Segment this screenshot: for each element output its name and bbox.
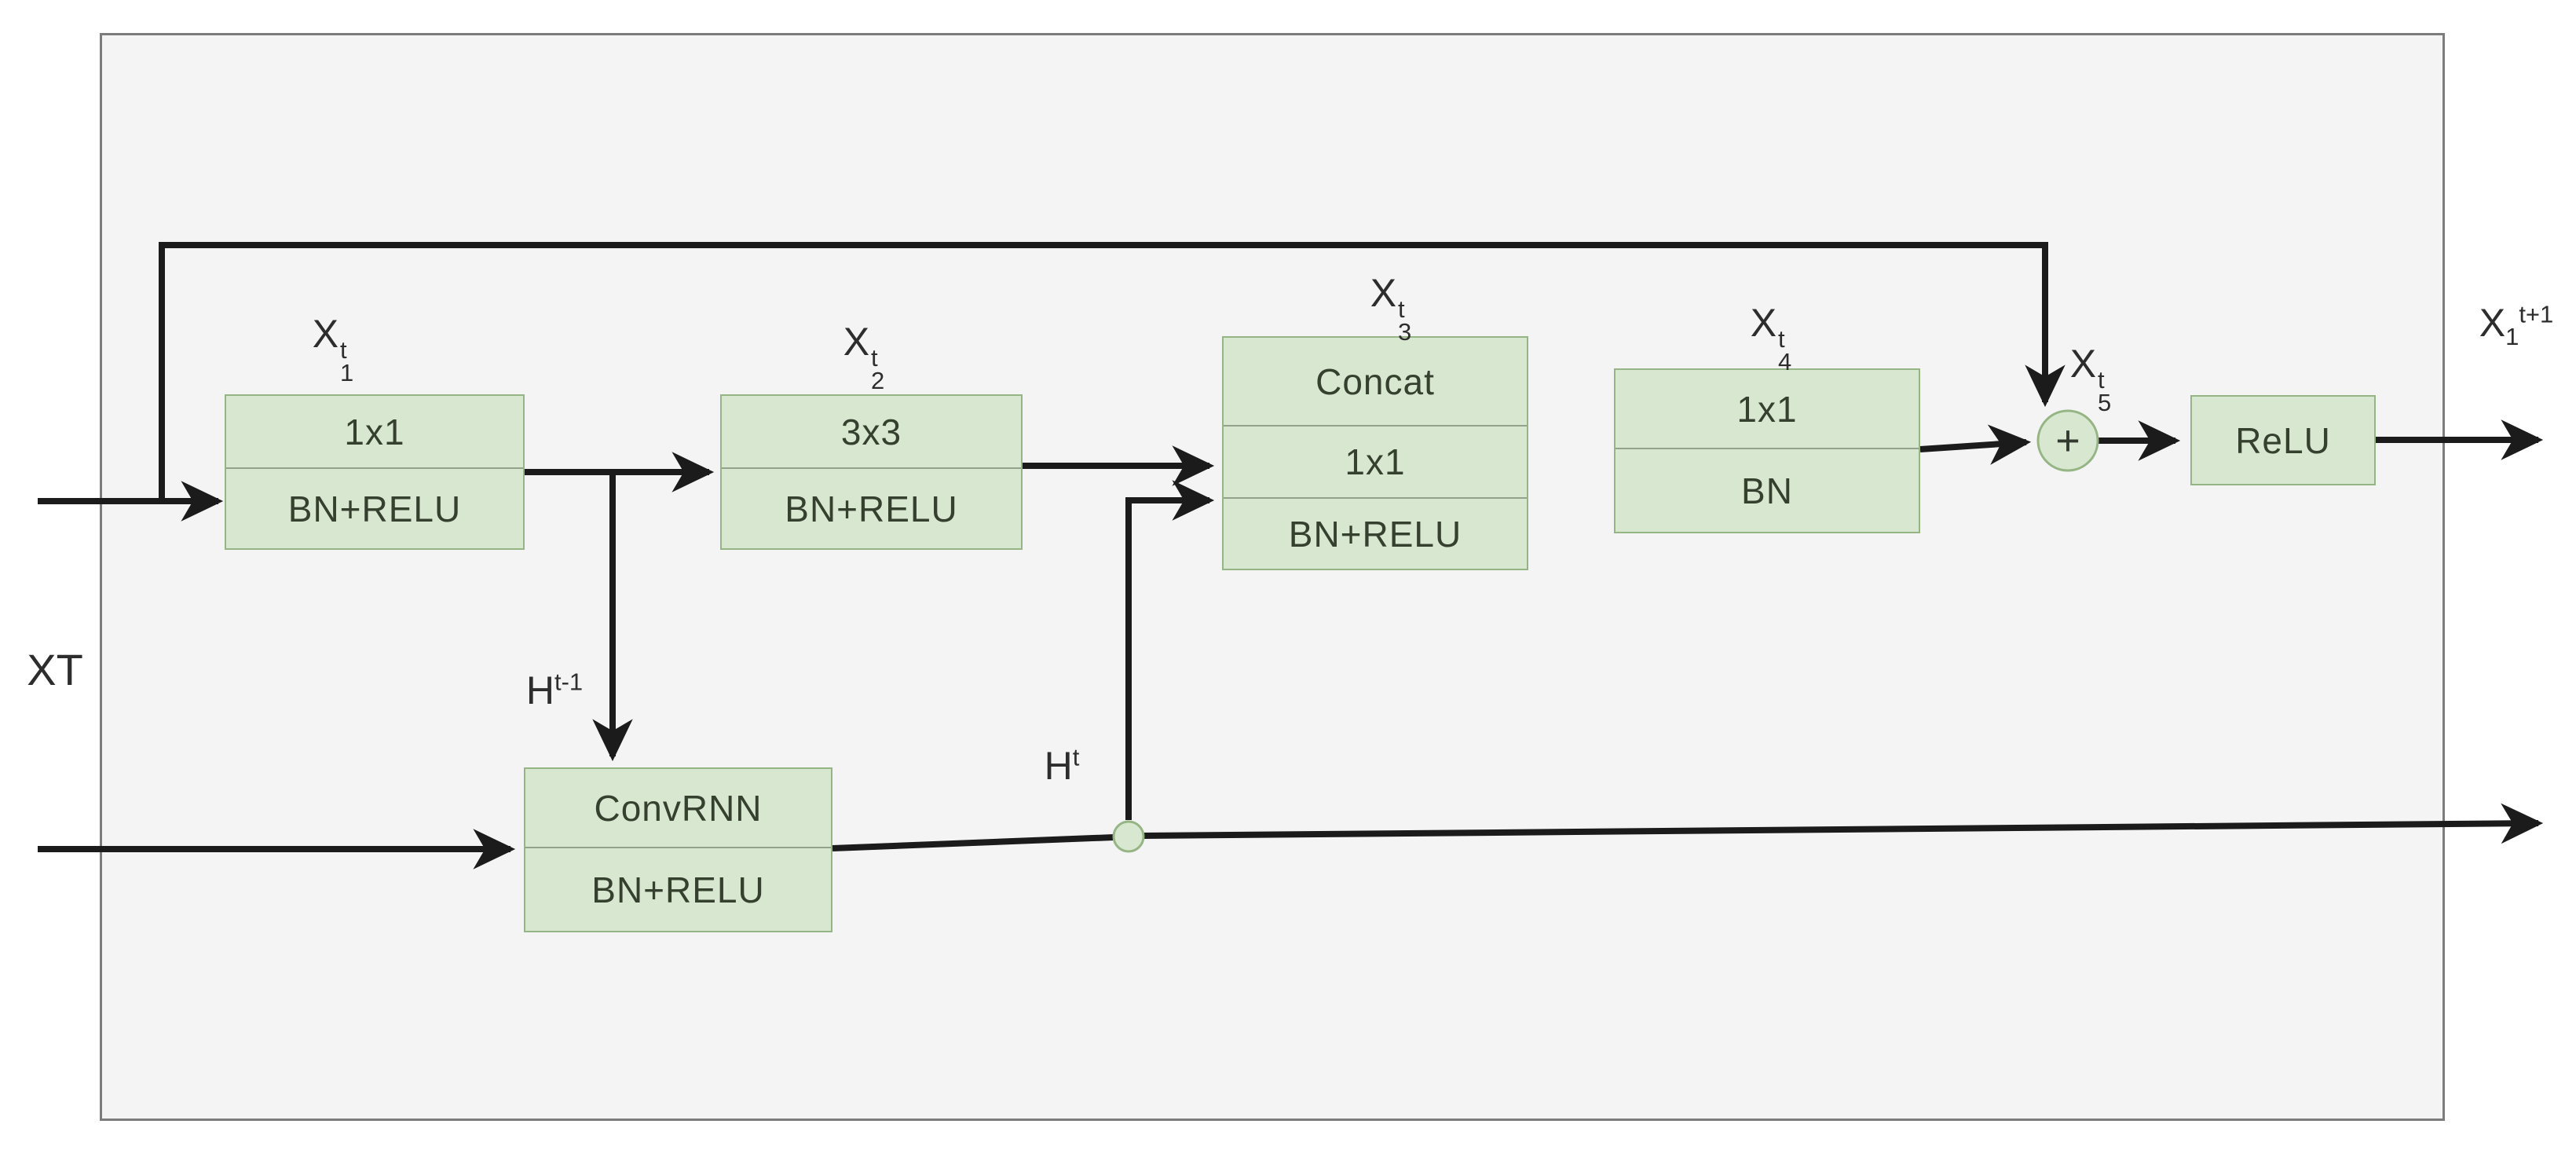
plus-operator: + xyxy=(2055,417,2080,464)
label-x1-base: X xyxy=(312,312,339,356)
label-x5-base: X xyxy=(2069,342,2097,386)
label-output-sup: t+1 xyxy=(2519,300,2554,328)
block-x1-bnrelu-cell: BN+RELU xyxy=(226,467,523,548)
block-x2-bnrelu-cell: BN+RELU xyxy=(722,467,1021,548)
block-x4-bn-cell: BN xyxy=(1615,448,1919,532)
block-x3-conv-cell: 1x1 xyxy=(1224,425,1527,497)
block-x2-conv-cell: 3x3 xyxy=(840,411,902,452)
label-input-xt: XT xyxy=(27,645,83,694)
label-x4-base: X xyxy=(1750,301,1777,345)
block-x3-concat-cell: Concat xyxy=(1315,361,1435,402)
label-x3-sub: 3 xyxy=(1398,318,1412,346)
block-x4: 1x1 BN xyxy=(1614,368,1920,533)
label-x2-base: X xyxy=(843,320,870,364)
block-x2: 3x3 BN+RELU xyxy=(720,394,1023,550)
label-x2-sub: 2 xyxy=(871,367,885,395)
label-x3-base: X xyxy=(1370,271,1397,315)
label-h-prev: Ht-1 xyxy=(526,669,583,712)
label-x1-sub: 1 xyxy=(340,359,354,387)
block-convrnn: ConvRNN BN+RELU xyxy=(524,767,832,932)
block-convrnn-cell: ConvRNN xyxy=(594,787,763,829)
block-x1-conv-cell: 1x1 xyxy=(344,411,405,452)
block-x3-bnrelu-cell: BN+RELU xyxy=(1224,497,1527,569)
block-relu: ReLU xyxy=(2190,395,2376,485)
label-x2-sup: t xyxy=(871,343,878,372)
block-x4-conv-cell: 1x1 xyxy=(1736,388,1798,430)
label-h-current: Ht xyxy=(1045,745,1080,788)
label-h-prev-sup: t-1 xyxy=(554,668,584,696)
label-h-prev-base: H xyxy=(525,668,554,712)
label-x5-sup: t xyxy=(2098,365,2105,394)
label-h-current-sup: t xyxy=(1072,743,1080,771)
label-output: X1t+1 xyxy=(2479,300,2554,350)
block-x3: Concat 1x1 BN+RELU xyxy=(1222,336,1528,570)
label-x4-sub: 4 xyxy=(1778,348,1792,376)
label-x1-sup: t xyxy=(340,335,347,364)
outer-frame xyxy=(100,33,2445,1121)
label-x5-sub: 5 xyxy=(2098,389,2112,417)
block-convrnn-bnrelu-cell: BN+RELU xyxy=(525,847,831,931)
label-h-current-base: H xyxy=(1044,744,1073,788)
label-x3-sup: t xyxy=(1398,295,1405,323)
label-output-sub: 1 xyxy=(2505,323,2519,350)
block-x1: 1x1 BN+RELU xyxy=(225,394,525,550)
block-relu-cell: ReLU xyxy=(2235,419,2331,461)
label-output-base: X xyxy=(2479,301,2506,345)
label-x4-sup: t xyxy=(1778,324,1785,353)
